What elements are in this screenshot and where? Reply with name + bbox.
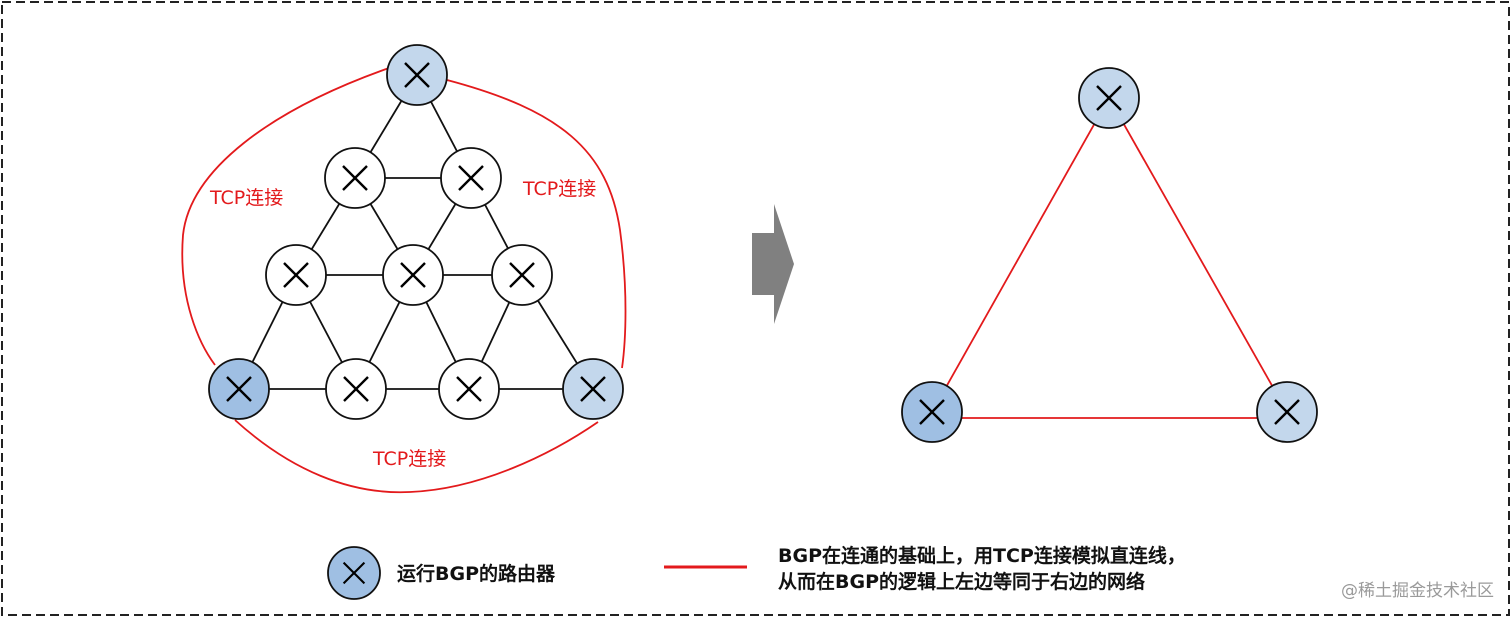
tcp-label-left: TCP连接 bbox=[209, 187, 283, 209]
router-node bbox=[438, 358, 500, 420]
router-node bbox=[1078, 67, 1140, 129]
tcp-curve-left bbox=[181, 67, 390, 366]
tcp-label-bottom: TCP连接 bbox=[372, 448, 446, 470]
tcp-label-right: TCP连接 bbox=[522, 178, 596, 200]
router-node bbox=[562, 358, 624, 420]
router-node bbox=[1256, 381, 1318, 443]
tcp-logical-links bbox=[931, 97, 1288, 419]
legend-line-label-1: BGP在连通的基础上，用TCP连接模拟直连线， bbox=[778, 544, 1186, 567]
router-node bbox=[491, 244, 553, 306]
legend-router-label: 运行BGP的路由器 bbox=[397, 562, 556, 585]
router-node bbox=[325, 358, 387, 420]
tcp-curve-bottom bbox=[234, 419, 599, 494]
router-node bbox=[324, 147, 386, 209]
router-node bbox=[208, 358, 270, 420]
router-node bbox=[386, 44, 448, 106]
right-arrow-icon bbox=[752, 204, 794, 324]
router-node bbox=[901, 381, 963, 443]
legend-router-swatch bbox=[327, 546, 381, 600]
right-network-diagram bbox=[901, 67, 1318, 443]
router-node bbox=[440, 147, 502, 209]
tcp-curve-right bbox=[446, 79, 627, 369]
mesh-links bbox=[238, 74, 594, 390]
router-node bbox=[265, 244, 327, 306]
router-node bbox=[382, 244, 444, 306]
legend-line-label-2: 从而在BGP的逻辑上左边等同于右边的网络 bbox=[778, 570, 1145, 593]
legend: 运行BGP的路由器 BGP在连通的基础上，用TCP连接模拟直连线， 从而在BGP… bbox=[327, 544, 1186, 600]
left-network-diagram: TCP连接 TCP连接 TCP连接 bbox=[181, 44, 627, 494]
watermark: @稀土掘金技术社区 bbox=[1341, 581, 1494, 601]
